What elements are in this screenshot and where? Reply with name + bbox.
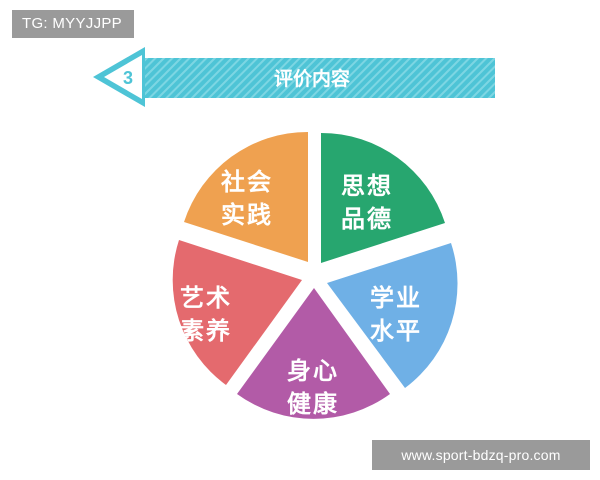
segment-labels: 思想 品德 学业 水平 身心 健康 艺术 素养 社会 实践 (180, 168, 422, 418)
label-arts-line2: 素养 (180, 317, 232, 345)
banner-title: 评价内容 (274, 67, 350, 90)
banner-bar (140, 58, 495, 98)
pie-chart (172, 131, 458, 419)
segment-arts (172, 240, 302, 385)
segment-moral (321, 132, 445, 263)
banner-arrow-inner (104, 55, 142, 99)
label-academic-line1: 学业 (370, 284, 422, 312)
label-health-line1: 身心 (287, 357, 339, 385)
label-health-line2: 健康 (287, 390, 339, 418)
label-arts-line1: 艺术 (180, 284, 232, 312)
label-moral-line2: 品德 (341, 205, 393, 233)
segment-academic (327, 243, 458, 388)
label-academic-line2: 水平 (370, 317, 422, 345)
segment-social (184, 131, 308, 262)
label-social-line1: 社会 (221, 168, 273, 196)
footer-url: www.sport-bdzq-pro.com (372, 440, 590, 470)
step-number: 3 (123, 68, 133, 88)
label-moral-line1: 思想 (341, 172, 393, 200)
section-banner: 3 评价内容 (93, 47, 495, 107)
segment-health (237, 288, 390, 419)
watermark-tag: TG: MYYJJPP (12, 10, 134, 38)
label-social-line2: 实践 (221, 201, 273, 229)
